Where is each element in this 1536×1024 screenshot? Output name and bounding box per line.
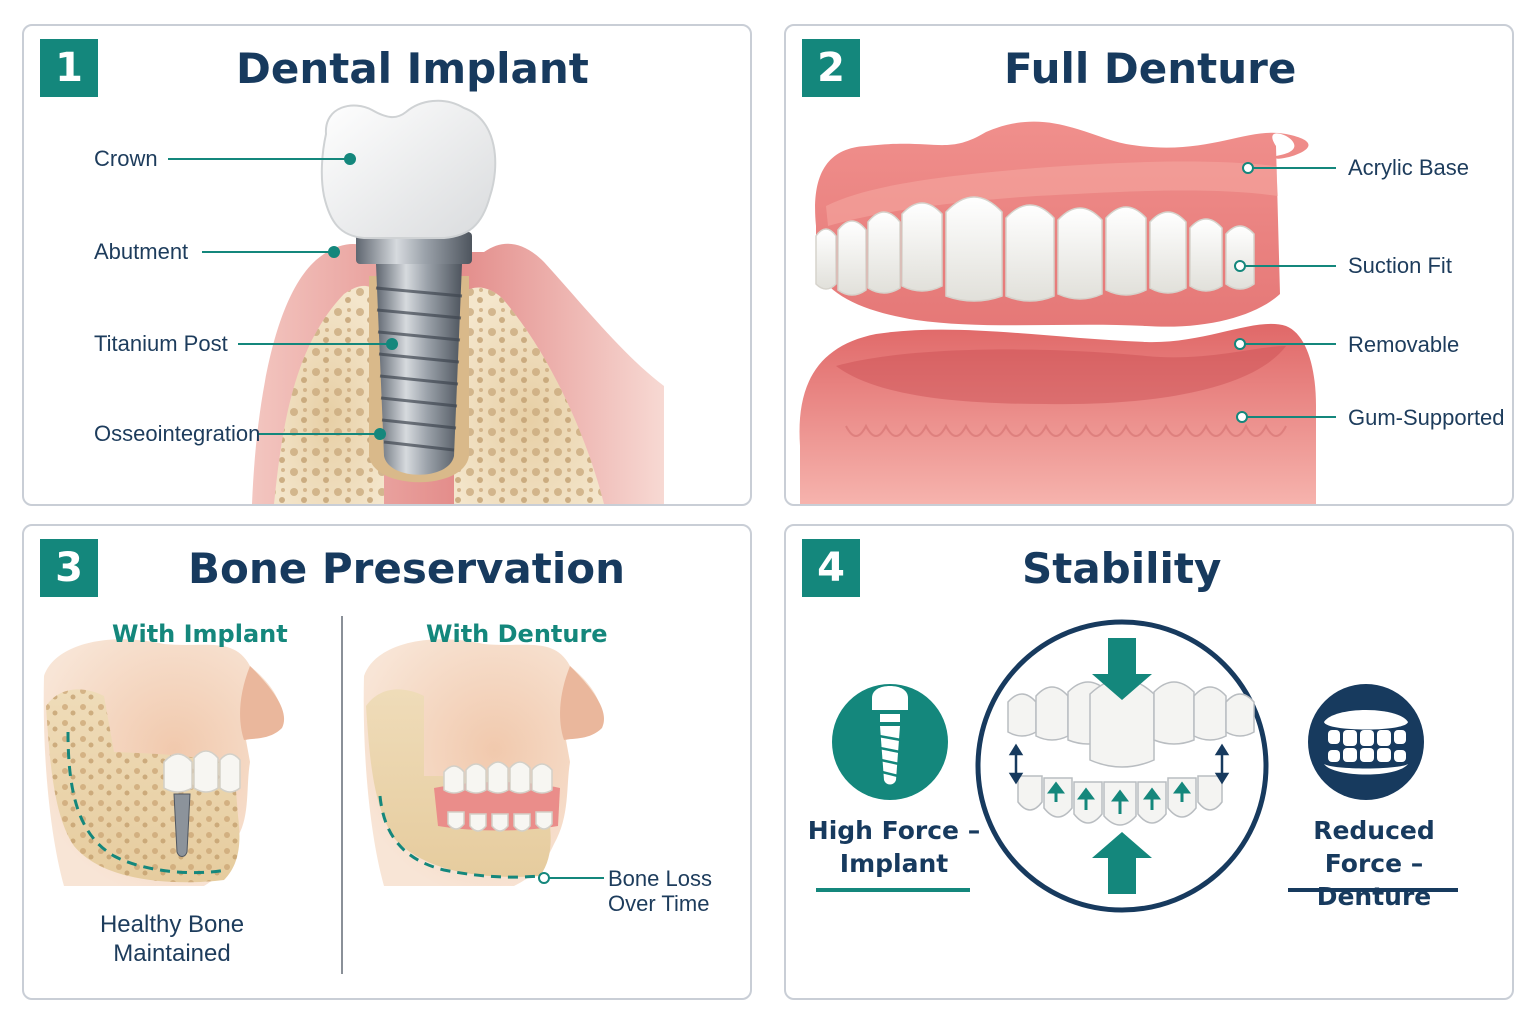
denture-illustration [799,121,1336,504]
implant-illustration [168,99,664,504]
label-crown: Crown [94,146,158,171]
heading-with-denture: With Denture [426,620,608,648]
stability-illustration [816,619,1458,913]
panel-number-badge: 4 [802,539,860,597]
panel-number-badge: 3 [40,539,98,597]
panel-title: Dental Implant [236,44,589,93]
panel-title: Stability [1022,544,1222,593]
jaw-comparison-illustration [43,616,605,974]
panel-number-badge: 1 [40,39,98,97]
label-reduced-force-denture: Reduced Force – Denture [1313,816,1435,911]
label-titanium-post: Titanium Post [94,331,228,356]
label-removable: Removable [1348,332,1460,357]
caption-bone-loss: Bone Loss Over Time [608,866,712,916]
heading-with-implant: With Implant [112,620,288,648]
caption-healthy-bone: Healthy Bone Maintained [99,911,245,967]
panel-full-denture: 2 Full Denture Acrylic Base Suction Fit … [784,24,1514,506]
panel-number-badge: 2 [802,39,860,97]
panel-title: Full Denture [1004,44,1297,93]
label-acrylic-base: Acrylic Base [1348,155,1470,180]
panel-stability: 4 Stability High Force – Implant Reduced… [784,524,1514,1000]
label-osseointegration: Osseointegration [94,421,261,446]
panel-title: Bone Preservation [188,544,626,593]
label-suction-fit: Suction Fit [1348,253,1452,278]
label-gum-supported: Gum-Supported [1348,405,1505,430]
label-high-force-implant: High Force – Implant [807,816,981,878]
implant-icon [832,684,948,800]
denture-icon [1308,684,1424,800]
label-abutment: Abutment [94,239,189,264]
panel-dental-implant: 1 Dental Implant Crown Abutment Titanium… [22,24,752,506]
panel-bone-preservation: 3 Bone Preservation With Implant With De… [22,524,752,1000]
